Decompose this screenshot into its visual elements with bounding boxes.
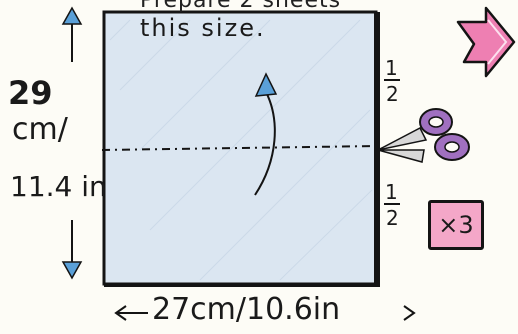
fraction-bottom-numerator: 1 xyxy=(385,180,398,204)
height-arrow-bottom xyxy=(61,220,83,280)
repeat-badge: ×3 xyxy=(428,200,484,250)
height-inches: 11.4 in xyxy=(10,170,107,203)
next-arrow-icon xyxy=(456,6,516,78)
fraction-bottom-denominator: 2 xyxy=(386,206,399,230)
height-unit: cm/ xyxy=(12,112,68,147)
instruction-size-note: this size. xyxy=(140,14,266,42)
height-value: 29 xyxy=(8,74,53,112)
instruction-top: Prepare 2 sheets xyxy=(140,0,342,13)
fraction-top-denominator: 2 xyxy=(386,82,399,106)
width-arrow-left xyxy=(114,305,148,321)
height-arrow-top xyxy=(61,6,83,62)
scissors-icon xyxy=(377,108,470,163)
paper-sheet xyxy=(102,10,380,287)
fold-up-arrow-icon xyxy=(254,72,278,196)
fraction-top-numerator: 1 xyxy=(385,56,398,80)
width-arrow-right xyxy=(403,305,416,321)
width-label: 27cm/10.6in xyxy=(152,292,341,327)
fold-line xyxy=(101,145,379,151)
